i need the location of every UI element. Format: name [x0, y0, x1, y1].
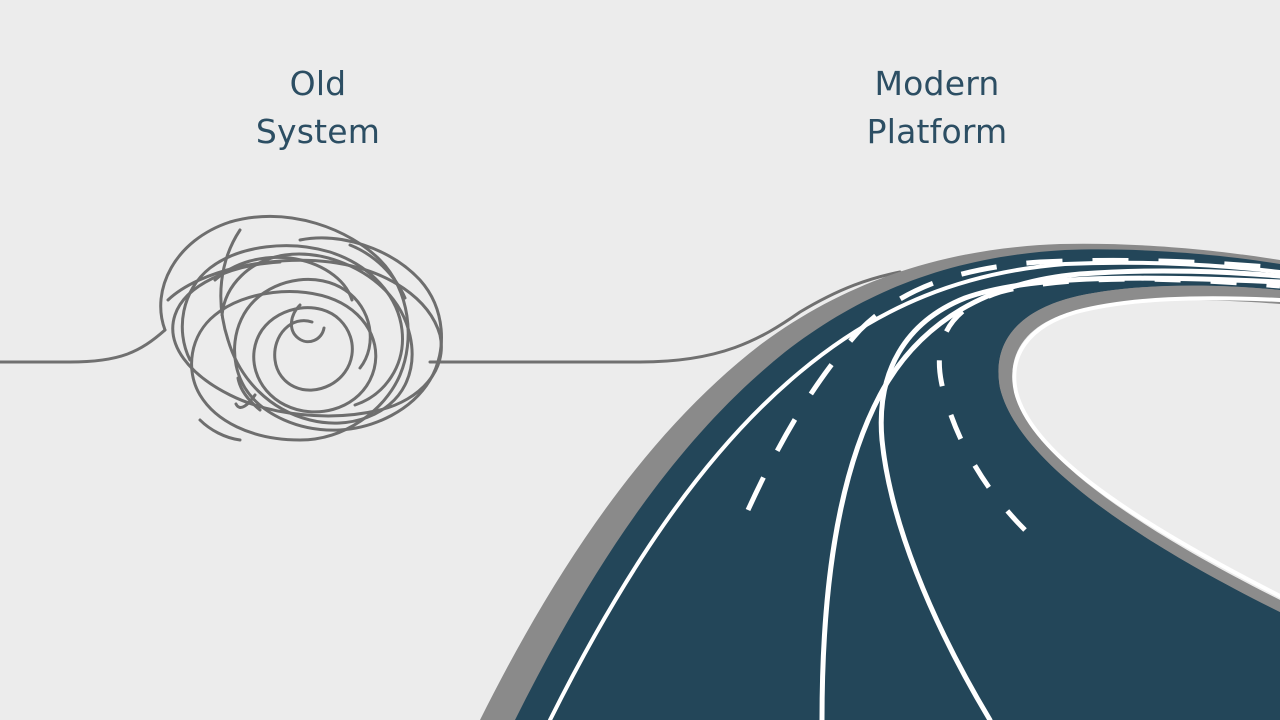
lane-divider-solid-1: [819, 268, 1280, 720]
old-system-label-line-2: System: [255, 112, 381, 151]
modern-platform-label-line-2: Platform: [866, 112, 1008, 151]
old-system-label: Old System: [218, 60, 418, 156]
highway-road-icon: [480, 243, 1280, 720]
road-surface: [515, 249, 1280, 720]
road-inner-edge: [998, 285, 1280, 612]
modern-platform-label: Modern Platform: [822, 60, 1052, 156]
lane-dash-right: [936, 276, 1280, 532]
tangled-scribble-icon: [159, 214, 443, 442]
old-system-label-line-1: Old: [289, 64, 347, 103]
connector-line-right: [428, 270, 902, 364]
lane-divider-solid-2: [878, 275, 1280, 720]
modern-platform-label-line-1: Modern: [874, 64, 1000, 103]
connector-line: [0, 328, 167, 364]
lane-dash-left: [745, 257, 1280, 512]
lane-edge-right: [1012, 296, 1280, 598]
